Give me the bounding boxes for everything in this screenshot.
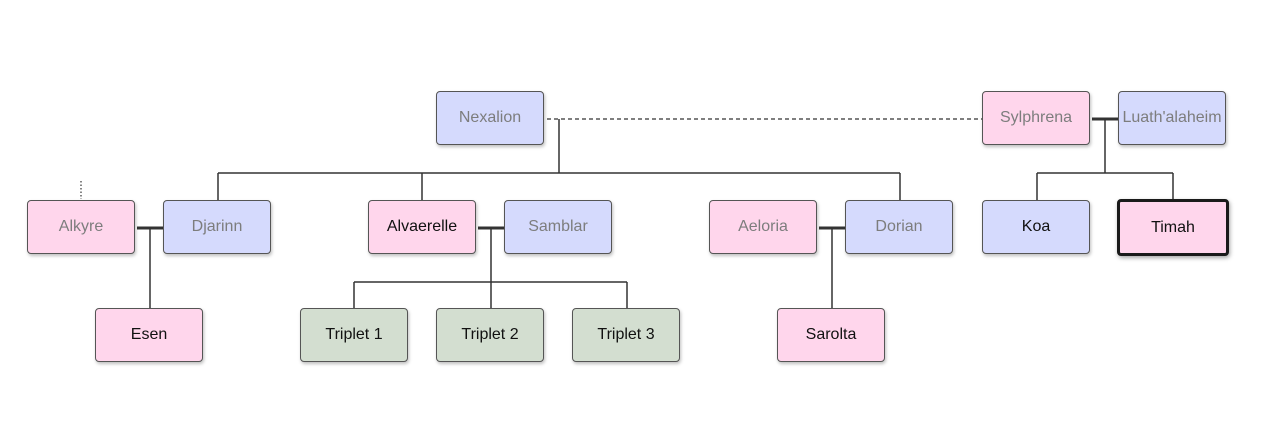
person-node-aeloria[interactable]: Aeloria <box>709 200 817 254</box>
person-node-alkyre[interactable]: Alkyre <box>27 200 135 254</box>
person-node-dorian[interactable]: Dorian <box>845 200 953 254</box>
person-node-triplet-2[interactable]: Triplet 2 <box>436 308 544 362</box>
person-node-sylphrena[interactable]: Sylphrena <box>982 91 1090 145</box>
person-node-sarolta[interactable]: Sarolta <box>777 308 885 362</box>
person-node-djarinn[interactable]: Djarinn <box>163 200 271 254</box>
person-node-triplet-3[interactable]: Triplet 3 <box>572 308 680 362</box>
person-node-alvaerelle[interactable]: Alvaerelle <box>368 200 476 254</box>
person-node-timah[interactable]: Timah <box>1117 199 1229 256</box>
person-node-nexalion[interactable]: Nexalion <box>436 91 544 145</box>
person-node-luath-alaheim[interactable]: Luath'alaheim <box>1118 91 1226 145</box>
person-node-samblar[interactable]: Samblar <box>504 200 612 254</box>
person-node-esen[interactable]: Esen <box>95 308 203 362</box>
person-node-triplet-1[interactable]: Triplet 1 <box>300 308 408 362</box>
person-node-koa[interactable]: Koa <box>982 200 1090 254</box>
